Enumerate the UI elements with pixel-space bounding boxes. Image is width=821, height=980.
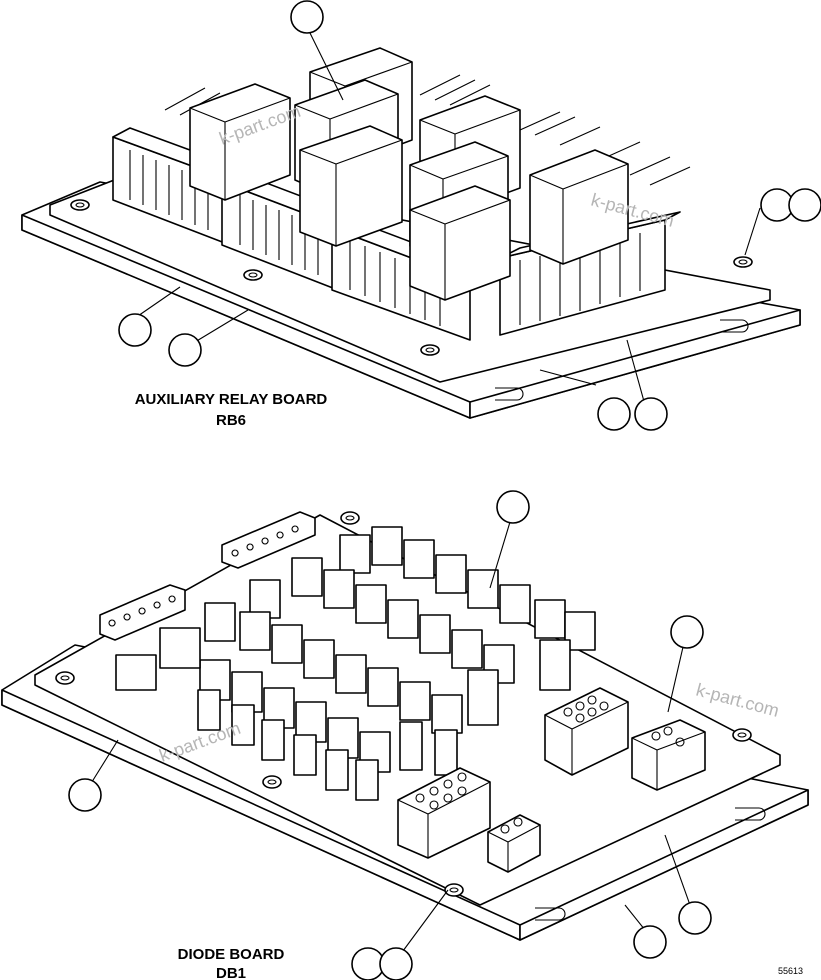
aux-callout-leader xyxy=(134,32,761,406)
aux-mount-slot xyxy=(720,319,749,333)
aux-standoff-nut xyxy=(420,344,440,356)
diode-terminal-strip xyxy=(99,584,186,641)
aux-relay xyxy=(409,185,511,301)
diode-callout-bubble xyxy=(496,490,530,524)
aux-relay xyxy=(299,125,403,247)
diode-callout-leader xyxy=(89,521,691,956)
diode-callout-bubble xyxy=(633,925,667,959)
aux-standoff-nut xyxy=(70,199,90,211)
diode-multipin-plug xyxy=(487,814,541,873)
diode-standoff-nut xyxy=(340,511,360,525)
aux-relay xyxy=(189,83,291,201)
diode-callout-bubble xyxy=(68,778,102,812)
aux-callout-bubble xyxy=(118,313,152,347)
diode-board-code: DB1 xyxy=(216,965,246,980)
diode-mount-slot xyxy=(535,907,566,921)
diode-callout-bubble xyxy=(379,947,413,980)
diode-standoff-nut xyxy=(262,775,282,789)
figure-number: 55613 xyxy=(778,966,803,976)
diode-connector-array xyxy=(115,526,596,801)
diode-board: DIODE BOARD DB1 xyxy=(1,490,809,980)
diode-standoff-nut xyxy=(732,728,752,742)
auxiliary-relay-board: AUXILIARY RELAY BOARD RB6 xyxy=(21,0,821,431)
aux-standoff-nut xyxy=(243,269,263,281)
aux-callout-bubble xyxy=(168,333,202,367)
watermark: k-part.com xyxy=(694,680,781,721)
diode-terminal-strip xyxy=(221,511,316,569)
diode-callout-bubble xyxy=(670,615,704,649)
diode-multipin-plug xyxy=(544,687,629,776)
diode-standoff-nut xyxy=(55,671,75,685)
aux-callout-bubble xyxy=(788,188,821,222)
aux-relay xyxy=(529,149,629,265)
diode-mount-slot xyxy=(735,807,766,821)
aux-standoff-nut xyxy=(733,256,753,268)
diode-board-title: DIODE BOARD xyxy=(178,946,285,963)
diode-standoff-nut xyxy=(444,883,464,897)
aux-board-code: RB6 xyxy=(216,412,246,429)
aux-callout-bubble xyxy=(634,397,668,431)
diode-multipin-plug xyxy=(631,719,706,791)
aux-callout-bubble xyxy=(597,397,631,431)
aux-callout-bubble xyxy=(290,0,324,34)
diode-callout-bubble xyxy=(678,901,712,935)
aux-board-title: AUXILIARY RELAY BOARD xyxy=(135,391,328,408)
diode-multipin-plug xyxy=(397,767,491,859)
aux-mount-slot xyxy=(495,387,524,401)
